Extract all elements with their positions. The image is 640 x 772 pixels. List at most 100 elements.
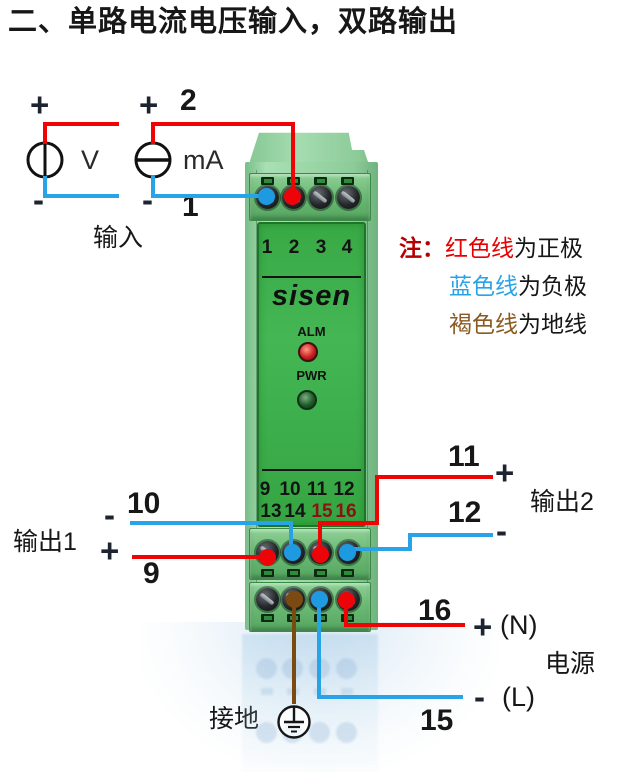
output2-plus-sign: + — [495, 454, 515, 491]
current-symbol: mA — [183, 145, 224, 175]
voltage-minus-sign: - — [33, 181, 44, 218]
note-prefix: 注： — [399, 235, 445, 261]
terminal-screw-4 — [337, 186, 360, 209]
terminal-slot — [341, 177, 354, 185]
terminal-10-wire-dot — [284, 544, 301, 561]
terminal-slot — [314, 177, 327, 185]
terminal-15-wire-dot — [311, 591, 328, 608]
terminal-16-number: 16 — [418, 594, 452, 627]
note-line-1: 注：红色线为正极 — [399, 235, 583, 261]
face-number-2: 2 — [288, 237, 300, 258]
terminal-2-wire-dot — [284, 188, 301, 205]
terminal-block-top — [249, 173, 371, 221]
wire-out2-positive-v2 — [318, 521, 322, 553]
wire-out1-negative-h — [130, 521, 293, 525]
terminal-11-wire-dot — [312, 546, 329, 563]
wire-power-l-v — [317, 600, 321, 699]
note-line-3: 褐色线为地线 — [449, 311, 587, 337]
power-plus-sign: + — [473, 608, 493, 645]
brand-logo: sisen — [271, 280, 352, 312]
power-l-label: (L) — [502, 682, 535, 712]
current-minus-sign: - — [142, 181, 153, 218]
wire-power-n-v — [344, 600, 348, 627]
power-n-label: (N) — [500, 610, 538, 640]
face-divider-bottom — [262, 469, 361, 471]
terminal-14-wire-dot — [286, 591, 303, 608]
wire-out2-negative-h1 — [408, 533, 493, 537]
face-number-16: 16 — [335, 501, 357, 522]
wire-v-negative-h — [43, 194, 119, 198]
output2-label: 输出2 — [530, 488, 594, 516]
voltage-plus-sign: + — [30, 86, 50, 123]
terminal-16-wire-dot — [338, 592, 355, 609]
terminal-slot — [261, 177, 274, 185]
output1-label: 输出1 — [13, 528, 77, 556]
ground-label: 接地 — [209, 705, 260, 733]
terminal-slot — [261, 614, 274, 622]
terminal-slot — [261, 569, 274, 577]
face-number-13: 13 — [260, 501, 282, 522]
terminal-12-wire-dot — [339, 544, 356, 561]
wire-ma-positive-v2 — [291, 122, 295, 192]
power-label: 电源 — [545, 650, 596, 678]
note-term-brown: 褐色线 — [449, 311, 518, 337]
wire-power-l-h — [317, 695, 463, 699]
alm-led-icon — [298, 342, 318, 362]
housing-seam-left — [256, 170, 257, 622]
output1-plus-sign: + — [100, 532, 120, 569]
wire-out2-negative-h2 — [349, 547, 412, 551]
face-divider-top — [262, 276, 361, 278]
terminal-screw-13 — [256, 588, 279, 611]
face-number-3: 3 — [315, 237, 327, 258]
note-term-blue: 蓝色线 — [449, 273, 518, 299]
face-number-10: 10 — [279, 479, 301, 500]
wire-ma-negative-h — [151, 194, 269, 198]
terminal-1-wire-dot — [258, 188, 275, 205]
terminal-2-number: 2 — [180, 84, 197, 117]
module-reflection — [242, 634, 378, 772]
module-face: 1 2 3 4 sisen ALM PWR 9 10 11 12 13 14 1… — [257, 222, 366, 527]
wire-out2-positive-v1 — [375, 475, 379, 525]
wire-out1-negative-v — [289, 521, 293, 551]
wire-ma-positive-v1 — [151, 122, 155, 144]
ground-symbol-icon — [277, 705, 311, 739]
voltage-source-icon — [26, 141, 64, 179]
face-number-12: 12 — [333, 479, 355, 500]
output1-minus-sign: - — [104, 496, 115, 533]
wire-ma-negative-v — [151, 176, 155, 198]
note-block: 注：红色线为正极 蓝色线为负极 褐色线为地线 — [399, 229, 587, 343]
terminal-11-number: 11 — [448, 440, 480, 473]
current-source-icon — [134, 141, 172, 179]
current-plus-sign: + — [139, 86, 159, 123]
wire-out2-positive-h1 — [375, 475, 493, 479]
wire-ma-positive-h — [151, 122, 295, 126]
wire-v-positive-v — [43, 122, 47, 144]
wire-out1-positive-h — [132, 555, 270, 559]
terminal-9-number: 9 — [143, 557, 160, 590]
face-number-14: 14 — [284, 501, 306, 522]
pwr-led-icon — [297, 390, 317, 410]
voltage-symbol: V — [81, 145, 100, 175]
terminal-10-number: 10 — [127, 487, 161, 520]
face-number-1: 1 — [261, 237, 273, 258]
terminal-12-number: 12 — [448, 496, 482, 529]
terminal-screw-3 — [309, 186, 332, 209]
terminal-slot — [287, 569, 300, 577]
note-line-2: 蓝色线为负极 — [449, 273, 587, 299]
terminal-15-number: 15 — [420, 704, 454, 737]
alm-label: ALM — [297, 324, 326, 339]
note-term-red: 红色线 — [445, 235, 514, 261]
terminal-1-number: 1 — [182, 190, 199, 223]
wire-v-negative-v — [43, 176, 47, 198]
pwr-label: PWR — [296, 368, 327, 383]
wire-out2-negative-v — [408, 533, 412, 551]
face-number-4: 4 — [341, 237, 353, 258]
page-title: 二、单路电流电压输入，双路输出 — [8, 6, 459, 38]
terminal-slot — [341, 569, 354, 577]
terminal-slot — [314, 569, 327, 577]
face-number-9: 9 — [259, 479, 271, 500]
terminal-9-wire-dot — [259, 549, 276, 566]
housing-seam-right — [367, 170, 368, 622]
input-caption: 输入 — [93, 224, 144, 252]
